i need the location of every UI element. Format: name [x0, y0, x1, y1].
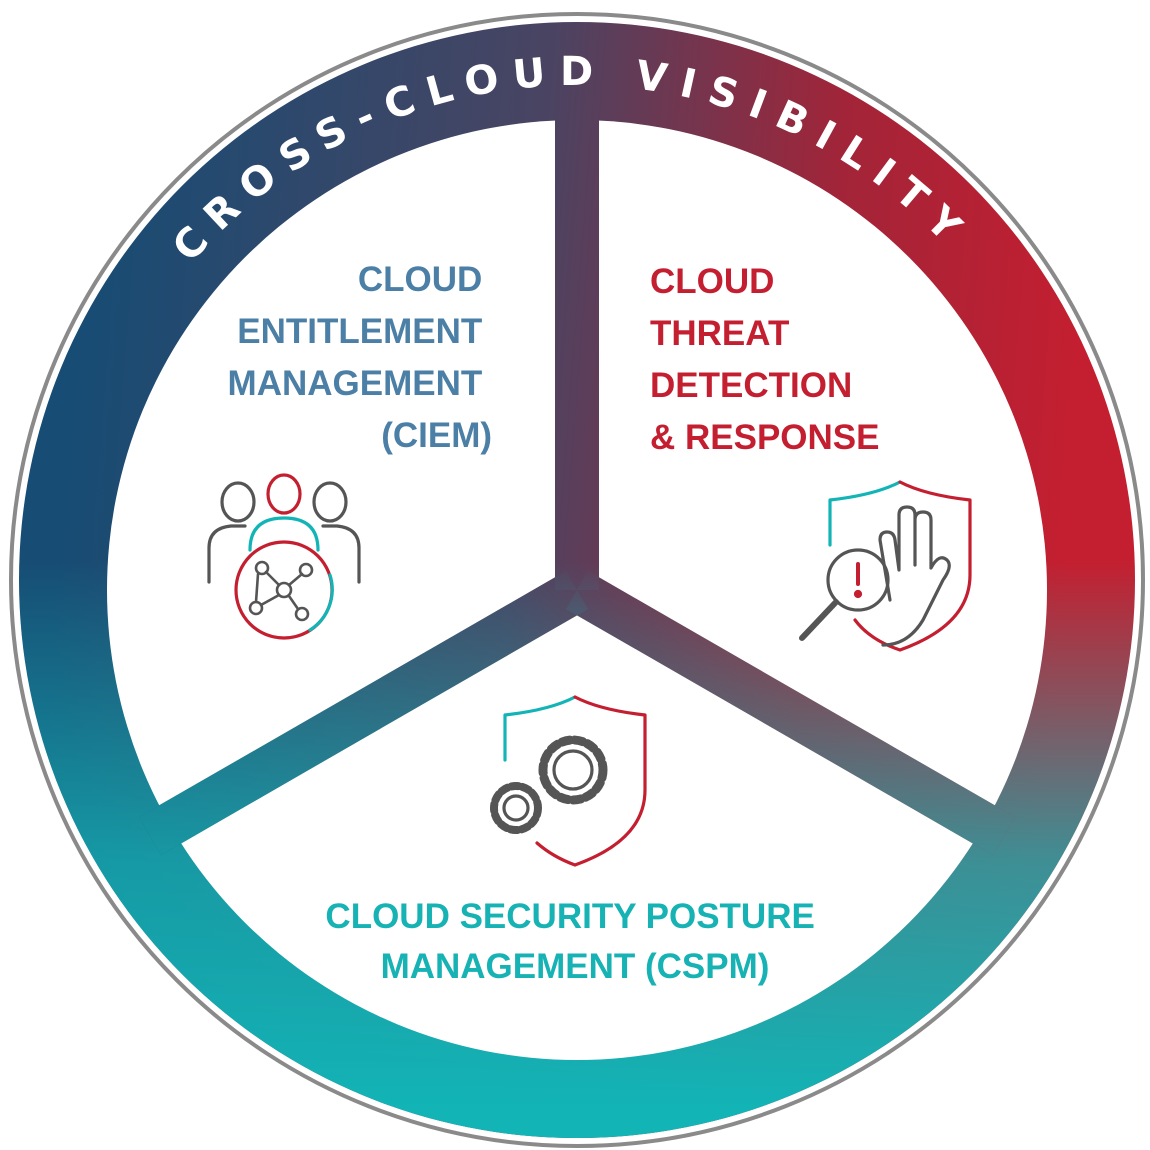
cdr-line-4: & RESPONSE [650, 418, 880, 457]
cspm-line-2: MANAGEMENT (CSPM) [381, 947, 770, 986]
ciem-line-4: (CIEM) [381, 416, 492, 455]
svg-text:CLOUD ENTITLEMENT: CLOUD ENTITLEMENT MANAGEMENT (CIEM) [228, 260, 492, 455]
users-network-icon [207, 473, 361, 640]
ciem-line-3: MANAGEMENT [228, 364, 483, 403]
svg-text:CLOUD SECURITY POSTURE M: CLOUD SECURITY POSTURE MANAGEMENT (CSPM) [325, 897, 824, 986]
svg-text:CLOUD THREAT DETEC: CLOUD THREAT DETECTION & RESPONSE [650, 262, 880, 457]
cdr-line-3: DETECTION [650, 366, 852, 405]
segment-cloud-threat-detection: CLOUD THREAT DETECTION & RESPONSE [650, 262, 972, 652]
shield-gears-icon [490, 695, 647, 867]
ciem-line-1: CLOUD [358, 260, 482, 299]
segment-cspm: CLOUD SECURITY POSTURE MANAGEMENT (CSPM) [325, 695, 824, 986]
cdr-line-2: THREAT [650, 314, 789, 353]
cspm-line-1: CLOUD SECURITY POSTURE [325, 897, 814, 936]
segment-dividers [139, 100, 1015, 856]
segment-ciem: CLOUD ENTITLEMENT MANAGEMENT (CIEM) [207, 260, 492, 640]
ciem-line-2: ENTITLEMENT [237, 312, 482, 351]
cdr-line-1: CLOUD [650, 262, 774, 301]
shield-hand-magnifier-icon [799, 480, 972, 652]
